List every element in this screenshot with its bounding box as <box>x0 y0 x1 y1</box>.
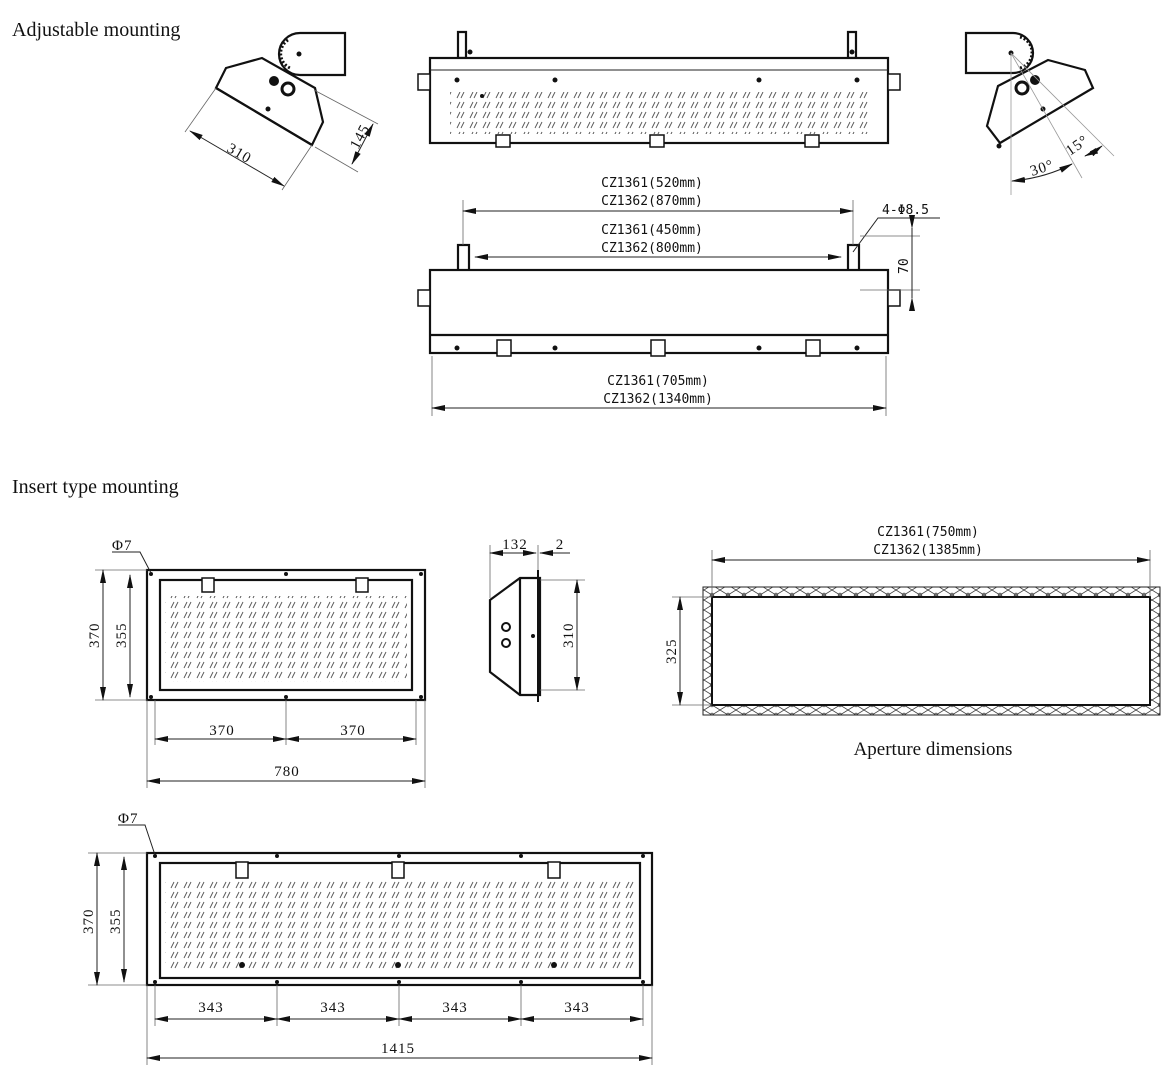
bracket-span-cz1362: CZ1362(870mm) <box>601 194 703 209</box>
aperture-drawing: CZ1361(750mm) CZ1362(1385mm) 325 Apertur… <box>664 525 1161 760</box>
front-view-bottom: CZ1361(520mm) CZ1362(870mm) CZ1361(450mm… <box>417 176 940 416</box>
dim-depth: 132 <box>502 537 528 553</box>
dim-inner-height: 355 <box>114 623 130 649</box>
hole-diameter: Φ7 <box>112 538 132 554</box>
front-view-top <box>417 30 901 148</box>
dim-total-width-large: 1415 <box>381 1041 415 1057</box>
aperture-width-cz1361: CZ1361(750mm) <box>877 525 979 540</box>
insert-front-view-small: 370 355 Φ7 370 370 780 <box>87 538 427 788</box>
inner-span-cz1362: CZ1362(800mm) <box>601 241 703 256</box>
inner-span-cz1361: CZ1361(450mm) <box>601 223 703 238</box>
insert-mounting-heading: Insert type mounting <box>12 476 179 498</box>
hole-diameter-large: Φ7 <box>118 811 138 827</box>
dim-total-width: 780 <box>274 764 300 780</box>
dim-segment-large-3: 343 <box>442 1000 468 1016</box>
dim-flange: 2 <box>556 537 565 553</box>
insert-front-view-large: 370 355 Φ7 343 343 343 343 1415 <box>81 811 654 1065</box>
dim-inner-height-large: 355 <box>108 909 124 935</box>
side-view-tilted-right: 30° 15° <box>964 31 1115 195</box>
dim-segment-large-1: 343 <box>198 1000 224 1016</box>
dim-segment-1: 370 <box>209 723 235 739</box>
dim-outer-height-large: 370 <box>81 909 97 935</box>
length-cz1362: CZ1362(1340mm) <box>603 392 713 407</box>
dim-profile-height: 310 <box>561 623 577 649</box>
aperture-height: 325 <box>664 639 680 665</box>
length-cz1361: CZ1361(705mm) <box>607 374 709 389</box>
adjustable-mounting-heading: Adjustable mounting <box>12 19 180 41</box>
dim-outer-height: 370 <box>87 623 103 649</box>
side-view-tilted-left: 310 145 <box>184 31 379 191</box>
dim-side-height: 145 <box>347 122 373 152</box>
aperture-width-cz1362: CZ1362(1385mm) <box>873 543 983 558</box>
bracket-height: 70 <box>897 258 912 274</box>
dim-segment-large-2: 343 <box>320 1000 346 1016</box>
dim-segment-2: 370 <box>340 723 366 739</box>
angle-30: 30° <box>1028 157 1056 180</box>
insert-side-profile: 132 2 310 <box>488 537 585 702</box>
dim-side-width: 310 <box>224 141 254 168</box>
hole-label: 4-Φ8.5 <box>882 203 929 218</box>
aperture-caption: Aperture dimensions <box>854 739 1013 760</box>
dim-segment-large-4: 343 <box>564 1000 590 1016</box>
bracket-span-cz1361: CZ1361(520mm) <box>601 176 703 191</box>
